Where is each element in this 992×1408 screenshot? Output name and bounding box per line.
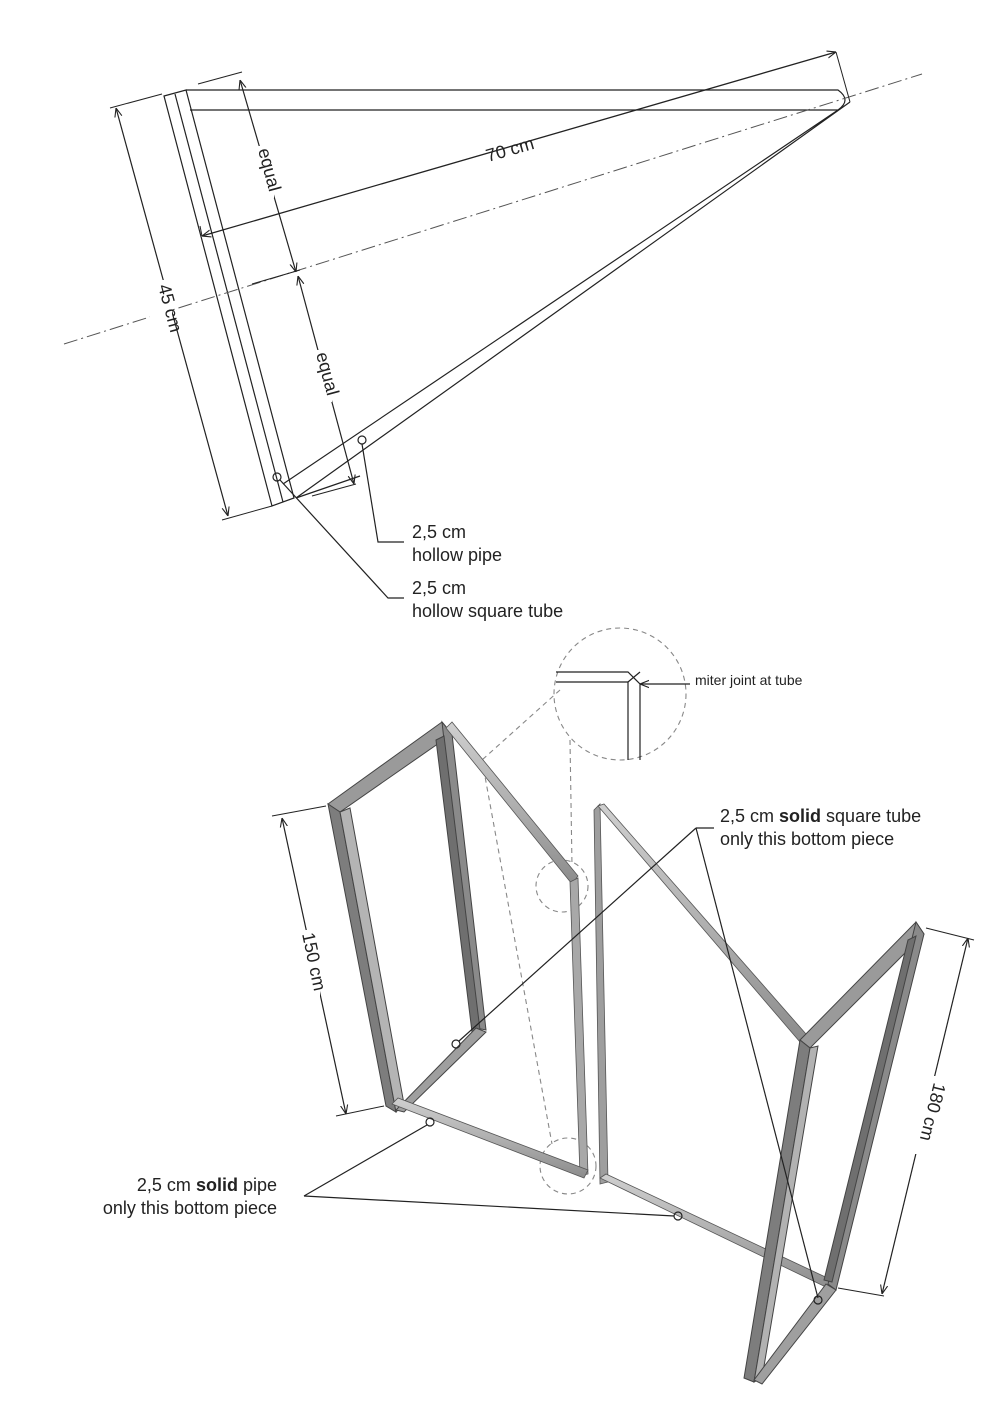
callout-solid-pipe-line2: only this bottom piece	[103, 1198, 277, 1218]
miter-detail-circle	[553, 627, 687, 761]
callout-solid-pipe-line1: 2,5 cm solid pipe	[137, 1175, 277, 1195]
solid-callout-lines	[303, 827, 823, 1305]
miter-detail-circle-lower	[539, 1137, 597, 1195]
left-pipes	[391, 721, 589, 1179]
bottom-frame: miter joint at tube	[271, 627, 975, 1385]
equal-upper-bg	[252, 146, 274, 198]
callout-solid-square-line2: only this bottom piece	[720, 829, 894, 849]
dimension-180cm-label-bg	[912, 1076, 940, 1154]
right-square-frame	[743, 920, 925, 1385]
bracket-diagonal-pipe-end	[295, 475, 361, 499]
dimension-70cm-label: 70 cm	[484, 133, 537, 166]
dimension-45cm-label-bg	[150, 280, 172, 340]
bracket-callouts	[272, 435, 404, 599]
equal-lower-bg	[310, 350, 332, 402]
callout-hollow-pipe-line2: hollow pipe	[412, 545, 502, 565]
bracket-diagonal-pipe	[282, 101, 851, 499]
miter-label: miter joint at tube	[695, 672, 803, 688]
callout-solid-square-line1: 2,5 cm solid square tube	[720, 806, 921, 826]
dimension-45cm	[109, 93, 273, 521]
bracket-top-arm	[186, 89, 846, 111]
bracket-square-tube	[163, 89, 295, 507]
dimension-150cm-label-bg	[294, 930, 320, 1008]
left-square-frame	[327, 720, 487, 1114]
miter-joint-detail	[556, 671, 690, 760]
callout-hollow-square-line1: 2,5 cm	[412, 578, 466, 598]
callout-hollow-square-line2: hollow square tube	[412, 601, 563, 621]
callout-hollow-pipe-line1: 2,5 cm	[412, 522, 466, 542]
